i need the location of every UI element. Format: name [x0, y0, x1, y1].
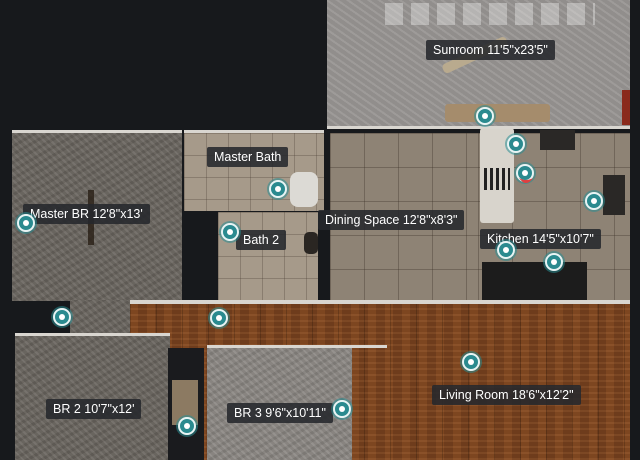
- pano-hotspot-icon[interactable]: [462, 353, 480, 371]
- room-label-master-br: Master BR 12'8"x13': [23, 204, 150, 224]
- room-br2: [15, 336, 170, 460]
- pano-hotspot-icon[interactable]: [17, 214, 35, 232]
- sunroom-bench: [445, 104, 550, 122]
- kitchen-fridge: [603, 175, 625, 215]
- wall: [15, 333, 170, 336]
- wall: [130, 300, 630, 304]
- room-living: [130, 304, 630, 460]
- kitchen-appliance: [484, 168, 510, 190]
- wall: [327, 126, 630, 129]
- room-label-bath2: Bath 2: [236, 230, 287, 250]
- kitchen-lower-counter: [482, 262, 587, 300]
- room-label-living: Living Room 18'6"x12'2": [432, 385, 581, 405]
- wall: [12, 130, 182, 133]
- pano-hotspot-icon[interactable]: [53, 308, 71, 326]
- pano-hotspot-icon[interactable]: [333, 400, 351, 418]
- pano-hotspot-icon[interactable]: [269, 180, 287, 198]
- pano-hotspot-icon[interactable]: [507, 135, 525, 153]
- sunroom-door: [622, 90, 630, 125]
- master-bath-fixture: [290, 172, 318, 207]
- wall: [207, 345, 387, 348]
- room-sunroom: [327, 0, 630, 126]
- pano-hotspot-icon[interactable]: [545, 253, 563, 271]
- sunroom-window-strip: [385, 3, 595, 25]
- bath2-toilet: [304, 232, 318, 254]
- pano-hotspot-icon[interactable]: [210, 309, 228, 327]
- pano-hotspot-icon[interactable]: [497, 241, 515, 259]
- pano-hotspot-icon[interactable]: [221, 223, 239, 241]
- hallway: [70, 300, 130, 335]
- room-label-br2: BR 2 10'7"x12': [46, 399, 142, 419]
- wall: [184, 130, 324, 133]
- kitchen-island: [540, 130, 575, 150]
- room-label-br3: BR 3 9'6"x10'11": [227, 403, 333, 423]
- room-label-sunroom: Sunroom 11'5"x23'5": [426, 40, 555, 60]
- current-position-icon: [518, 176, 534, 190]
- pano-hotspot-icon[interactable]: [585, 192, 603, 210]
- pano-hotspot-icon[interactable]: [178, 417, 196, 435]
- pano-hotspot-icon[interactable]: [476, 107, 494, 125]
- room-label-dining: Dining Space 12'8"x8'3": [318, 210, 465, 230]
- room-label-master-bath: Master Bath: [207, 147, 289, 167]
